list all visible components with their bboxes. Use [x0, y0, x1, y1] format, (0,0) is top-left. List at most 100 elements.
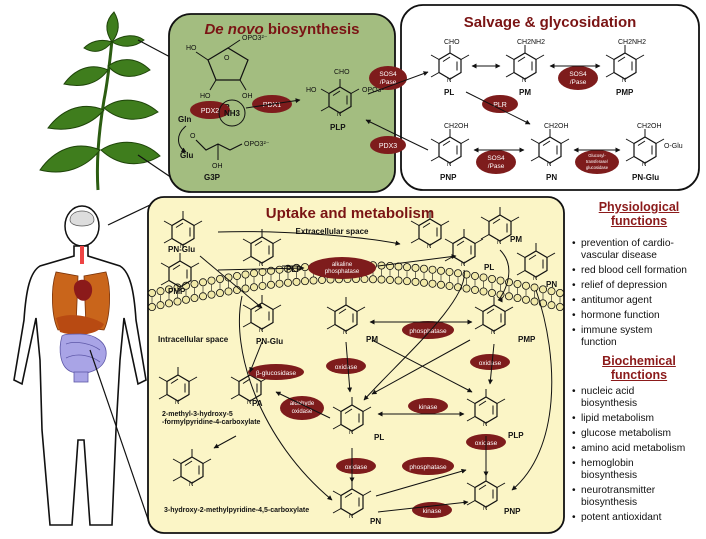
pm-in-label: PM [366, 335, 378, 344]
svg-text:phosphatase: phosphatase [409, 464, 447, 471]
biochemical-function-item: glucose metabolism [572, 428, 704, 440]
pl-group: CHO [444, 39, 460, 46]
membrane-lipid-head [368, 275, 377, 284]
alk-l2: phosphatase [325, 269, 360, 275]
plp-out-label: PLP [286, 265, 302, 274]
membrane-lipid-head [385, 261, 394, 270]
enzyme-phosphatase-top: phosphatase [402, 321, 454, 339]
svg-text:oxidase: oxidase [479, 360, 502, 367]
nh3-label: NH3 [224, 109, 241, 118]
pl-label: PL [444, 88, 454, 97]
pa-label: PA [252, 399, 263, 408]
membrane-lipid-head [173, 297, 182, 306]
pnp-label: PNP [440, 173, 457, 182]
membrane-lipid-head [207, 290, 216, 299]
svg-text:HO: HO [186, 45, 197, 52]
membrane-lipid-head [249, 269, 258, 278]
membrane-lipid-head [258, 267, 267, 276]
svg-text:PDX3: PDX3 [379, 143, 397, 150]
enzyme-oxidase-right: oxidase [470, 354, 510, 370]
membrane-lipid-head [190, 279, 199, 288]
enzyme-aldehyde-oxidase: aldehyde oxidase [280, 396, 324, 420]
membrane-lipid-head [436, 280, 445, 289]
membrane-lipid-head [445, 267, 454, 276]
membrane-lipid-head [556, 288, 565, 297]
enzyme-oxidase-left: oxidase [326, 358, 366, 374]
enzyme-kinase-bottom: kinase [412, 502, 452, 518]
membrane-lipid-head [241, 270, 250, 279]
physiological-function-item: relief of depression [572, 280, 704, 292]
acid1-l2: -formylpyridine-4-carboxylate [162, 419, 261, 426]
membrane-lipid-head [309, 276, 318, 285]
enzyme-sos4-pm: SOS4 /Pase [558, 66, 598, 90]
r5p-structure: O HO OPO3²⁻ HO OH [186, 35, 268, 100]
membrane-lipid-head [402, 277, 411, 286]
plp-label: PLP [330, 123, 346, 132]
pn-glu-in-label: PN-Glu [256, 337, 283, 346]
membrane-lipid-head [224, 287, 233, 296]
membrane-lipid-head [249, 283, 258, 292]
membrane-lipid-head [147, 302, 156, 311]
membrane-lipid-head [198, 278, 207, 287]
arrow-pl-pn [465, 91, 531, 125]
svg-text:oxidase: oxidase [335, 364, 358, 371]
biochemical-functions-list: nucleic acidbiosynthesislipid metabolism… [572, 386, 704, 527]
bio-title-l2: functions [610, 368, 668, 382]
membrane-lipid-head [283, 278, 292, 287]
glucosyl-l2: transferase/ [586, 159, 609, 164]
pmp-out-label: PMP [168, 287, 186, 296]
physio-title-l2: functions [610, 214, 668, 228]
arrow-pnglu-in [199, 255, 263, 309]
physiological-function-item: antitumor agent [572, 295, 704, 307]
membrane-lipid-head [547, 301, 556, 310]
membrane-lipid-head [275, 265, 284, 274]
membrane-lipid-head [445, 281, 454, 290]
pn-glu-oglu: O-Glu [664, 143, 683, 150]
membrane-lipid-head [522, 281, 531, 290]
ald-l2: oxidase [292, 409, 313, 415]
membrane-lipid-head [539, 285, 548, 294]
arrow-alk-pl [377, 254, 457, 267]
membrane-lipid-head [530, 283, 539, 292]
alk-l1: alkaline [332, 262, 353, 268]
pmp-label: PMP [616, 88, 634, 97]
membrane-lipid-head [419, 278, 428, 287]
membrane-lipid-head [385, 275, 394, 284]
bio-title-l1: Biochemical [602, 354, 676, 368]
pnp-group: CH2OH [444, 123, 469, 130]
glucosyl-l3: glucosidase [586, 165, 609, 170]
g3p-structure: OH OPO3²⁻ O [190, 133, 270, 170]
acid1-l1: 2-methyl-3-hydroxy-5 [162, 411, 233, 418]
plp-po3: OPO3²⁻ [362, 87, 388, 94]
membrane-lipid-head [402, 263, 411, 272]
enzyme-kinase-mid: kinase [408, 398, 448, 414]
membrane-lipid-head [453, 269, 462, 278]
membrane-lipid-head [411, 277, 420, 286]
membrane-lipid-head [300, 263, 309, 272]
membrane-lipid-head [411, 263, 420, 272]
membrane-lipid-head [428, 265, 437, 274]
svg-text:PDX1: PDX1 [263, 102, 281, 109]
svg-text:OPO3²⁻: OPO3²⁻ [242, 35, 268, 42]
physiological-function-item: prevention of cardio-vascular disease [572, 238, 704, 262]
membrane-lipid-head [164, 299, 173, 308]
enzyme-beta-glucosidase: β-glucosidase [248, 364, 304, 380]
physiological-functions-title: Physiological functions [578, 200, 700, 228]
membrane-lipid-head [164, 285, 173, 294]
pl-out-label: PL [484, 263, 494, 272]
pmp-group: CH2NH2 [618, 39, 646, 46]
plp-in-label: PLP [508, 431, 524, 440]
body-connector-bottom [89, 349, 151, 526]
membrane-lipid-head [156, 287, 165, 296]
human-body-illustration [13, 205, 147, 526]
membrane-lipid-head [207, 276, 216, 285]
plant-connector-top [137, 39, 173, 59]
sos4-top-l1: SOS4 [379, 71, 397, 78]
enzyme-sos4-bottom: SOS4 /Pase [476, 150, 516, 174]
svg-text:β-glucosidase: β-glucosidase [256, 370, 297, 377]
biochemical-functions-title: Biochemical functions [578, 354, 700, 382]
membrane-lipid-head [394, 276, 403, 285]
enzyme-pdx3: PDX3 [370, 136, 406, 154]
